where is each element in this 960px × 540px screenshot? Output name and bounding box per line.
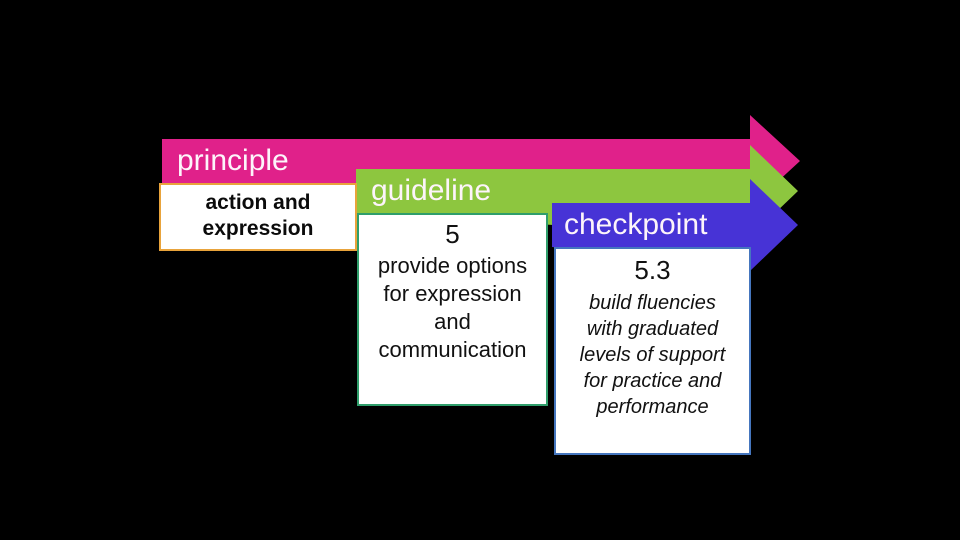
checkpoint-box-line: build fluencies bbox=[589, 292, 716, 314]
principle-box-line: action and bbox=[205, 191, 311, 214]
checkpoint-box: 5.3 build fluencies with graduated level… bbox=[554, 247, 751, 455]
guideline-box-line: communication bbox=[378, 337, 527, 362]
guideline-box-line: and bbox=[434, 309, 471, 334]
checkpoint-arrow-label: checkpoint bbox=[564, 208, 708, 241]
guideline-number: 5 bbox=[445, 219, 460, 249]
principle-box: action and expression bbox=[159, 183, 357, 251]
checkpoint-box-line: with graduated bbox=[586, 318, 719, 340]
guideline-box: 5 provide options for expression and com… bbox=[357, 213, 548, 406]
checkpoint-box-line: levels of support bbox=[579, 344, 726, 366]
checkpoint-box-line: for practice and bbox=[583, 370, 722, 392]
checkpoint-box-line: performance bbox=[596, 396, 709, 418]
guideline-box-line: provide options bbox=[377, 253, 528, 278]
guideline-arrow-label: guideline bbox=[371, 174, 492, 207]
principle-arrow-label: principle bbox=[177, 144, 289, 177]
principle-box-line: expression bbox=[202, 217, 314, 240]
checkpoint-number: 5.3 bbox=[634, 255, 671, 285]
guideline-box-line: for expression bbox=[383, 281, 522, 306]
